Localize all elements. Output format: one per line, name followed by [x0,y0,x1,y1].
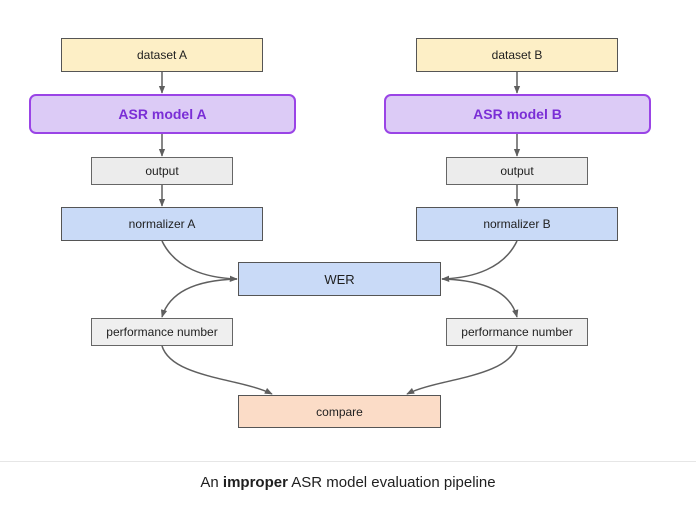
output-a-label: output [145,164,179,178]
edge-wer-to-performance-b [441,278,519,318]
wer-node: WER [238,262,441,296]
asr-model-b-label: ASR model B [473,106,562,122]
edge-wer-to-performance-a [160,278,238,318]
normalizer-b-label: normalizer B [483,217,551,231]
compare-node: compare [238,395,441,428]
figure-caption: An improper ASR model evaluation pipelin… [0,474,696,491]
compare-label: compare [316,404,363,419]
asr-model-a-node: ASR model A [29,94,296,134]
caption-suffix: ASR model evaluation pipeline [287,474,496,491]
dataset-a-node: dataset A [61,38,263,72]
caption-divider [0,461,696,462]
performance-a-node: performance number [91,318,233,346]
normalizer-a-label: normalizer A [128,217,196,231]
wer-label: WER [324,271,355,287]
asr-model-a-label: ASR model A [118,106,207,122]
output-b-node: output [446,157,588,185]
output-b-label: output [500,164,534,178]
normalizer-b-node: normalizer B [416,207,618,241]
dataset-b-label: dataset B [491,48,543,62]
edges-layer [158,72,521,395]
caption-emphasis: improper [222,474,288,491]
edge-performance-b-to-compare [406,345,518,395]
edge-normalizer-b-to-wer [441,240,518,282]
dataset-a-label: dataset A [136,48,188,62]
pipeline-diagram: dataset A ASR model A output normalizer … [29,38,651,428]
asr-model-b-node: ASR model B [384,94,651,134]
dataset-b-node: dataset B [416,38,618,72]
output-a-node: output [91,157,233,185]
edge-performance-a-to-compare [161,345,273,395]
edge-normalizer-a-to-wer [161,240,238,282]
normalizer-a-node: normalizer A [61,207,263,241]
performance-a-label: performance number [106,325,218,339]
caption-prefix: An [200,474,223,491]
performance-b-node: performance number [446,318,588,346]
performance-b-label: performance number [461,325,573,339]
